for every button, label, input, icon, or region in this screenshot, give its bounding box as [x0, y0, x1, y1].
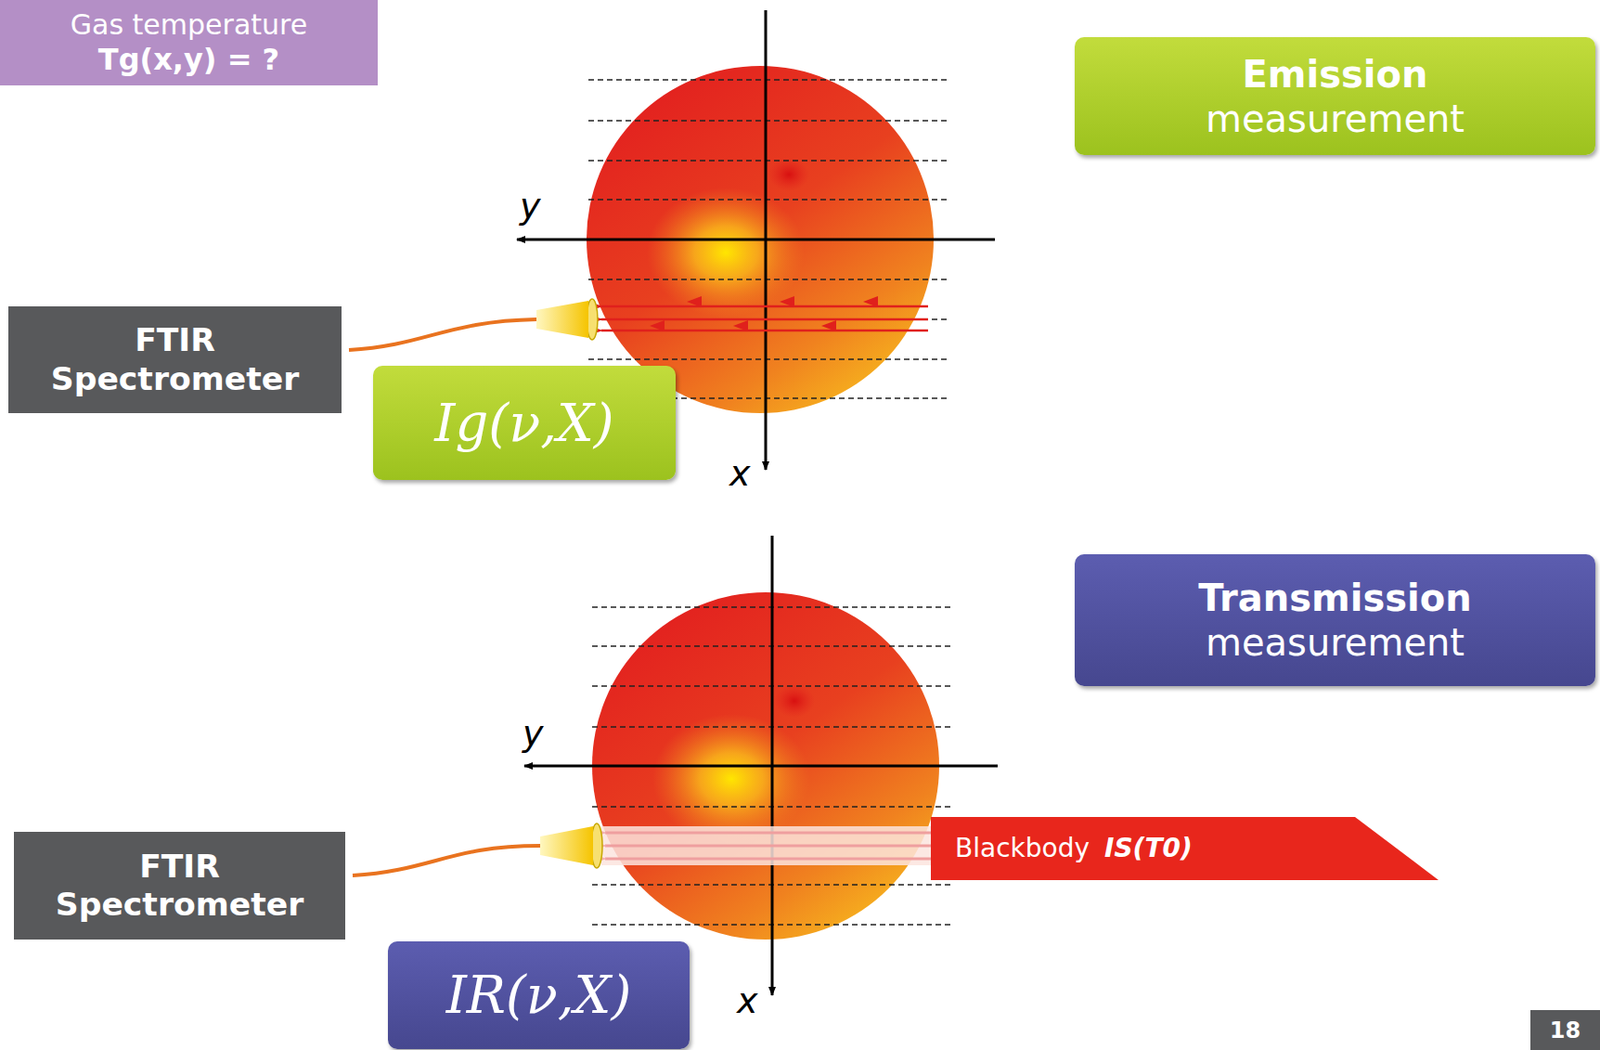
axis-label: x — [729, 452, 751, 494]
emission-rays — [601, 296, 929, 332]
mode-label: Emissionmeasurement — [1074, 37, 1596, 155]
source-label: Blackbody IS(T0) — [930, 816, 1439, 880]
node-text: FTIR Spectrometer — [23, 847, 336, 925]
transmission-rays — [605, 832, 931, 859]
node-subtext: measurement — [1205, 619, 1465, 665]
signal-label: IR(ν,X) — [387, 941, 690, 1049]
question-box: Gas temperatureTg(x,y) = ? — [0, 0, 378, 86]
optical-fiber — [348, 319, 537, 350]
optical-fiber — [352, 845, 541, 876]
axis-label: y — [519, 185, 542, 227]
axis-label: y — [522, 712, 544, 754]
node-text: IR(ν,X) — [446, 963, 633, 1026]
axes — [524, 535, 998, 995]
node-text: FTIR Spectrometer — [17, 321, 333, 399]
node-subtext: IS(T0) — [1104, 832, 1193, 865]
node-text: Blackbody — [954, 832, 1090, 865]
axis-label: x — [736, 980, 759, 1021]
fiber-cone — [540, 825, 594, 865]
node-text: Ig(ν,X) — [434, 391, 614, 454]
node-text: Transmission — [1198, 575, 1472, 620]
node-text: Emission — [1242, 51, 1429, 97]
signal-label: Ig(ν,X) — [373, 365, 676, 480]
instrument-box: FTIR Spectrometer — [8, 306, 342, 413]
page-number: 18 — [1530, 1009, 1600, 1050]
instrument-box: FTIR Spectrometer — [13, 831, 346, 940]
mode-label: Transmissionmeasurement — [1074, 554, 1596, 686]
node-subtext: Tg(x,y) = ? — [98, 41, 280, 78]
node-text: Gas temperature — [70, 8, 308, 42]
fiber-cone — [536, 300, 589, 338]
beam — [601, 825, 932, 865]
node-subtext: measurement — [1205, 96, 1465, 142]
